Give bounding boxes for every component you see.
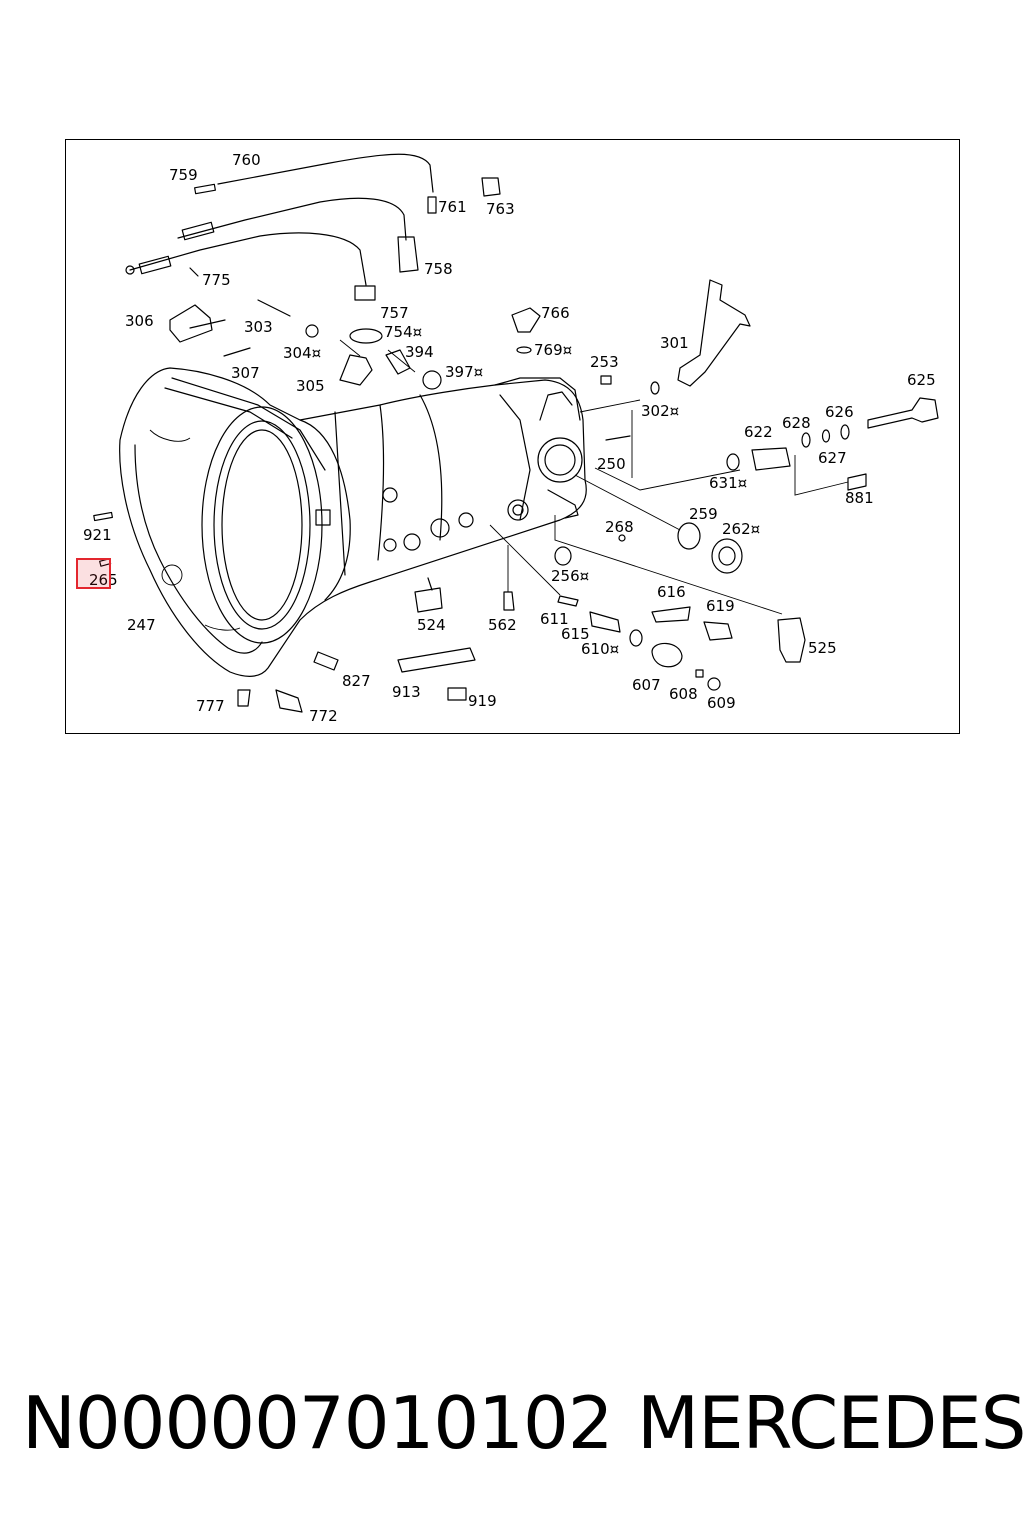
label-259: 259 — [689, 505, 718, 523]
label-626: 626 — [825, 403, 854, 421]
label-524: 524 — [417, 616, 446, 634]
label-881: 881 — [845, 489, 874, 507]
label-525: 525 — [808, 639, 837, 657]
label-253: 253 — [590, 353, 619, 371]
label-625: 625 — [907, 371, 936, 389]
label-307: 307 — [231, 364, 260, 382]
label-921: 921 — [83, 526, 112, 544]
label-610: 610¤ — [581, 640, 619, 658]
label-301: 301 — [660, 334, 689, 352]
label-619: 619 — [706, 597, 735, 615]
label-304: 304¤ — [283, 344, 321, 362]
label-607: 607 — [632, 676, 661, 694]
label-827: 827 — [342, 672, 371, 690]
label-760: 760 — [232, 151, 261, 169]
label-609: 609 — [707, 694, 736, 712]
cable-assembly — [125, 153, 501, 344]
label-763: 763 — [486, 200, 515, 218]
label-268: 268 — [605, 518, 634, 536]
right-side-parts — [605, 397, 939, 663]
label-302: 302¤ — [641, 402, 679, 420]
label-611: 611 — [540, 610, 569, 628]
label-754: 754¤ — [384, 323, 422, 341]
highlighted-part-marker — [76, 558, 111, 589]
label-394: 394 — [405, 343, 434, 361]
brand-name: MERCEDES — [637, 1381, 1024, 1465]
label-247: 247 — [127, 616, 156, 634]
part-number: N000007010102 — [22, 1381, 614, 1465]
label-631: 631¤ — [709, 474, 747, 492]
label-757: 757 — [380, 304, 409, 322]
label-305: 305 — [296, 377, 325, 395]
transmission-housing — [119, 367, 587, 677]
exploded-parts-diagram: 760 759 761 763 758 775 757 306 303 754¤… — [83, 151, 939, 725]
leader-lines — [339, 339, 849, 615]
label-913: 913 — [392, 683, 421, 701]
label-628: 628 — [782, 414, 811, 432]
label-622: 622 — [744, 423, 773, 441]
label-616: 616 — [657, 583, 686, 601]
label-758: 758 — [424, 260, 453, 278]
label-256: 256¤ — [551, 567, 589, 585]
label-775: 775 — [202, 271, 231, 289]
label-919: 919 — [468, 692, 497, 710]
diagram-frame — [65, 139, 960, 734]
label-769: 769¤ — [534, 341, 572, 359]
label-306: 306 — [125, 312, 154, 330]
label-615: 615 — [561, 625, 590, 643]
label-608: 608 — [669, 685, 698, 703]
label-303: 303 — [244, 318, 273, 336]
label-761: 761 — [438, 198, 467, 216]
label-627: 627 — [818, 449, 847, 467]
label-772: 772 — [309, 707, 338, 725]
selector-linkage — [169, 279, 751, 395]
label-562: 562 — [488, 616, 517, 634]
footer: N000007010102 MERCEDES — [0, 1378, 1024, 1468]
label-250: 250 — [597, 455, 626, 473]
label-759: 759 — [169, 166, 198, 184]
label-777: 777 — [196, 697, 225, 715]
label-262: 262¤ — [722, 520, 760, 538]
bottom-parts — [93, 511, 733, 713]
label-397: 397¤ — [445, 363, 483, 381]
label-766: 766 — [541, 304, 570, 322]
part-labels: 760 759 761 763 758 775 757 306 303 754¤… — [83, 151, 936, 725]
